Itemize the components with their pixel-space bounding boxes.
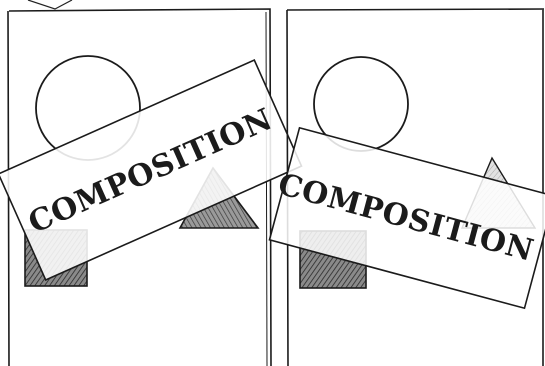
left-stamp-card: COMPOSITION (0, 60, 301, 280)
right-panel: COMPOSITION (264, 9, 545, 366)
left-panel: COMPOSITION (0, 9, 301, 366)
sketch-stray-lines (28, 0, 72, 9)
